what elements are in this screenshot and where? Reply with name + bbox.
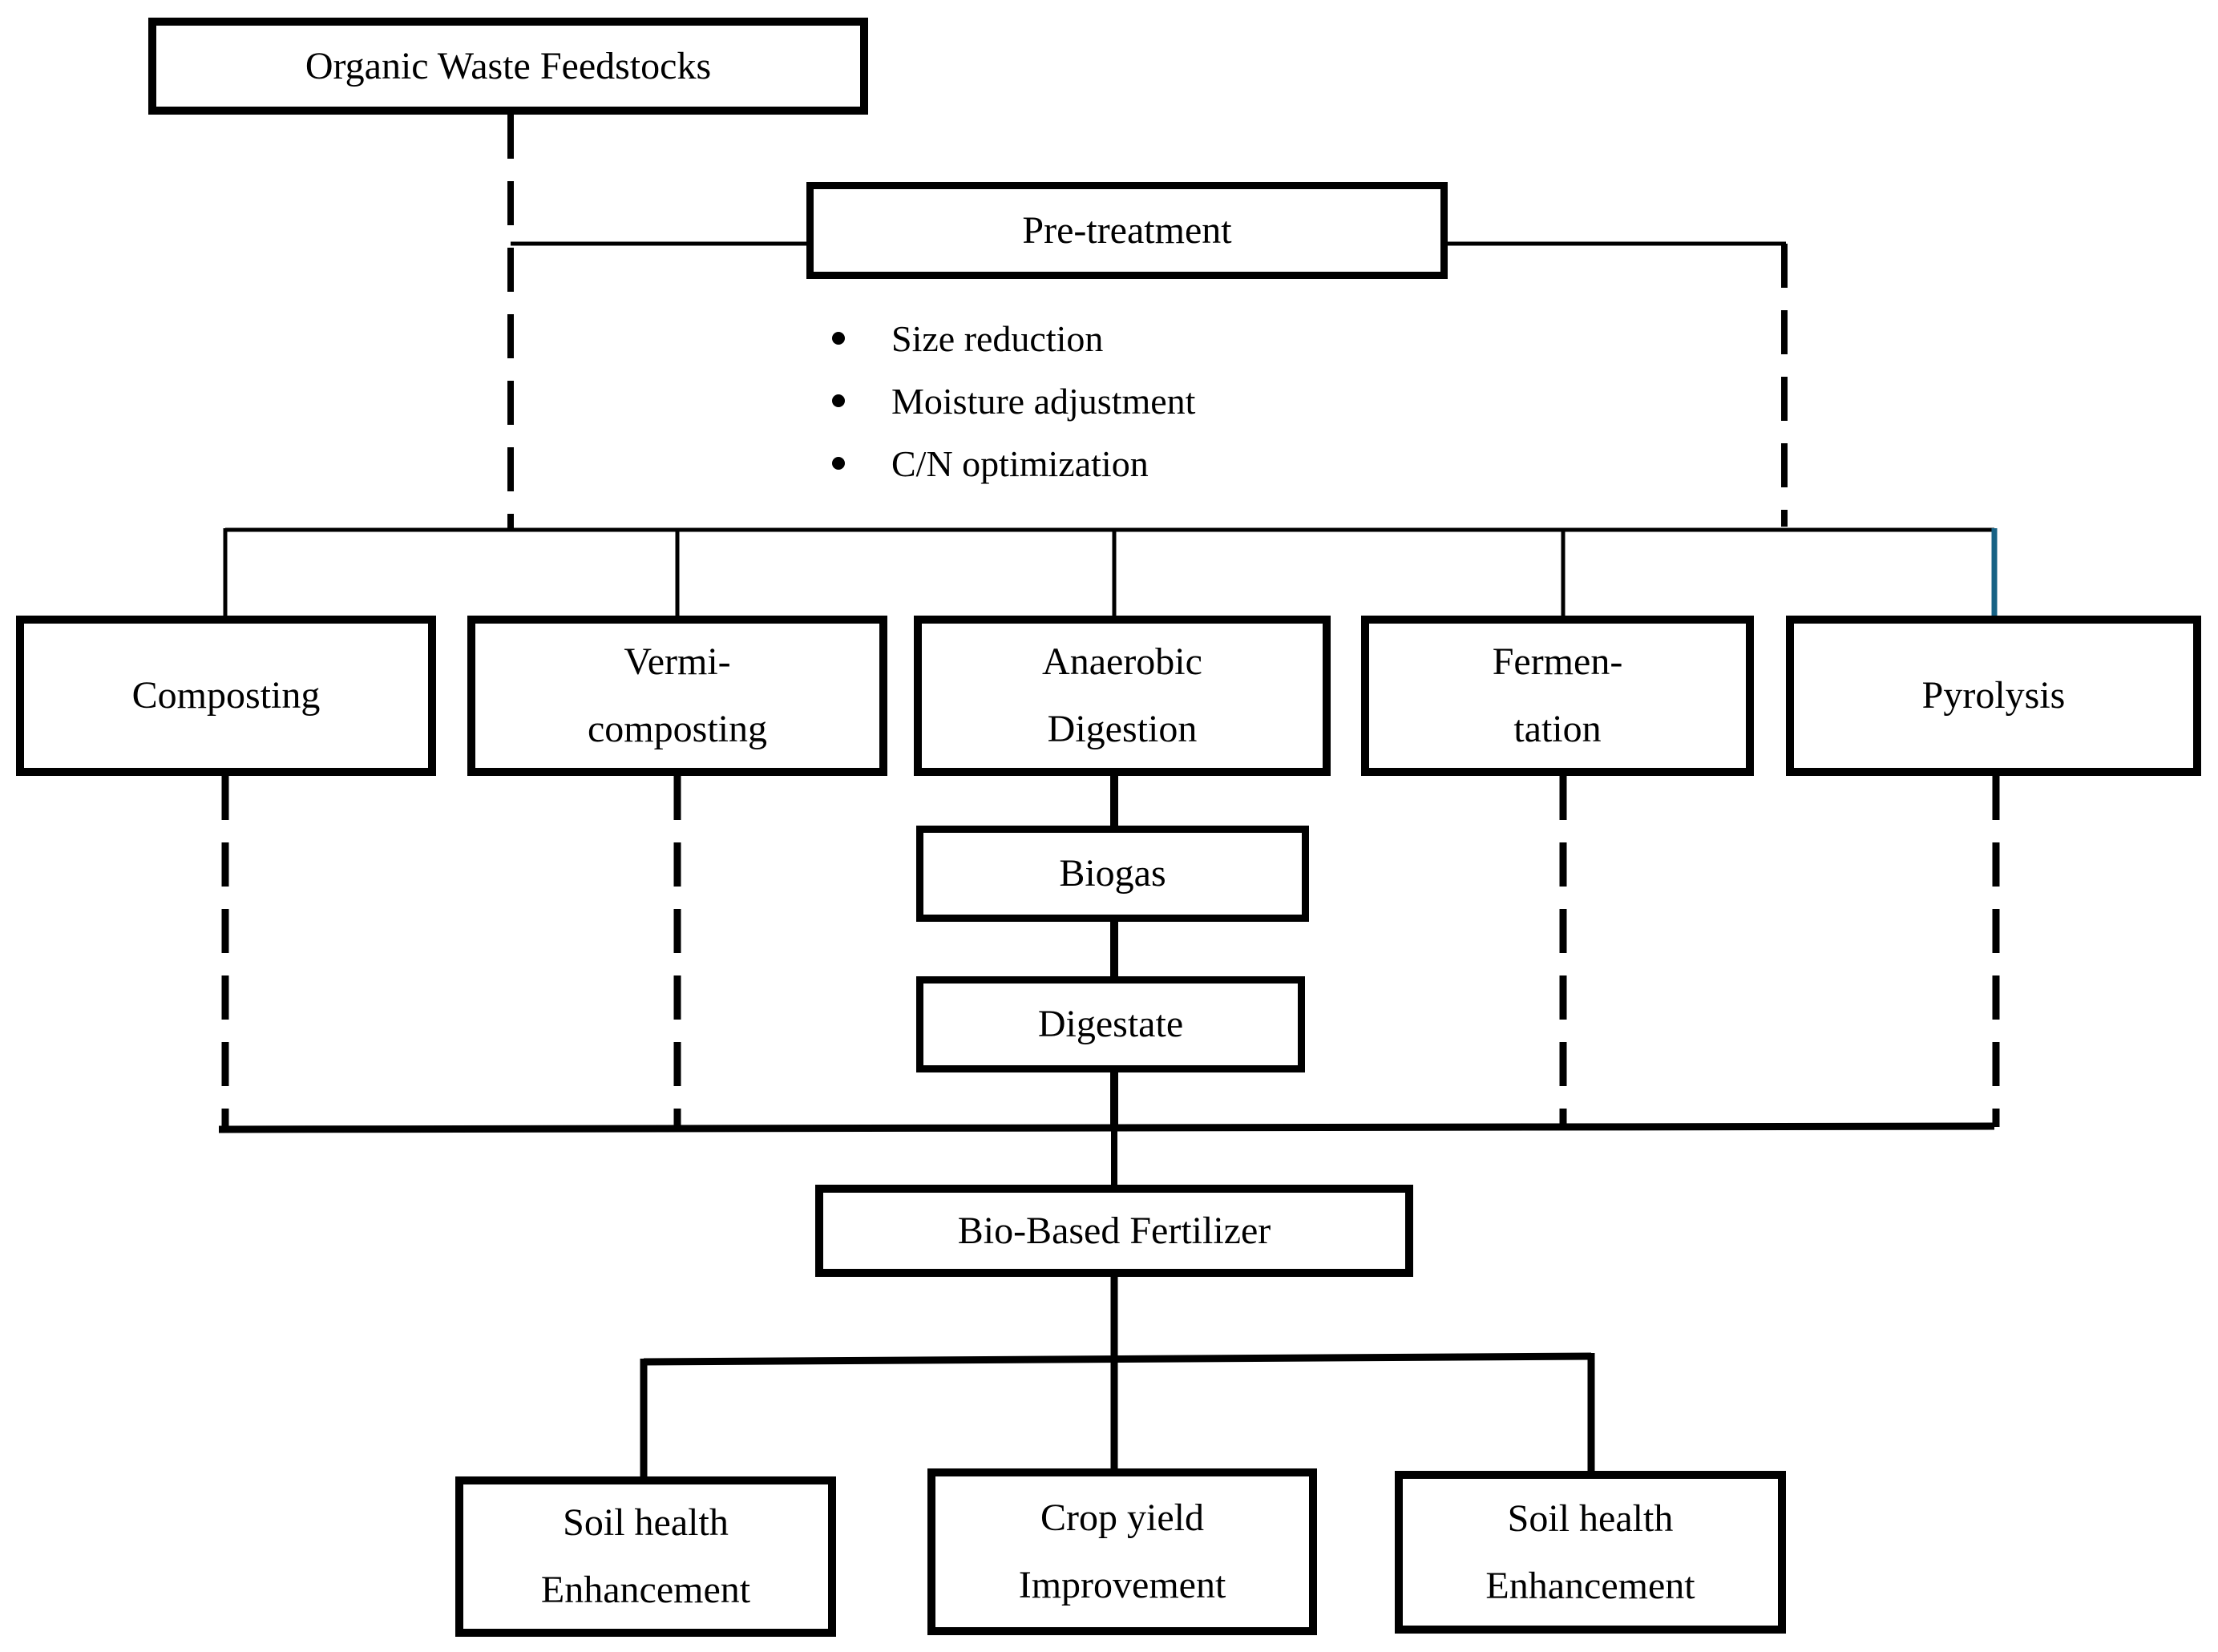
node-composting: Composting: [16, 616, 436, 776]
node-bio-based-fertilizer: Bio-Based Fertilizer: [815, 1185, 1413, 1277]
bullet-dot-icon: [832, 394, 845, 407]
node-pyrolysis-label: Pyrolysis: [1921, 674, 2066, 717]
node-fermentation: Fermen- tation: [1361, 616, 1754, 776]
node-benefit-crop-yield: Crop yield Improvement: [927, 1468, 1317, 1635]
pretreatment-bullet-item: C/N optimization: [832, 432, 1195, 495]
pretreatment-bullet-item: Size reduction: [832, 307, 1195, 370]
node-vermicomposting-label: Vermi- composting: [588, 640, 767, 750]
node-benefit-soil-health-1-label: Soil health Enhancement: [540, 1501, 751, 1611]
node-pretreatment: Pre-treatment: [806, 182, 1448, 279]
bullet-dot-icon: [832, 332, 845, 345]
pretreatment-bullet-text: Moisture adjustment: [891, 380, 1196, 422]
node-pyrolysis: Pyrolysis: [1786, 616, 2201, 776]
pretreatment-bullet-text: C/N optimization: [891, 442, 1149, 484]
pretreatment-bullet-item: Moisture adjustment: [832, 370, 1195, 432]
node-anaerobic-digestion: Anaerobic Digestion: [914, 616, 1331, 776]
node-biogas-label: Biogas: [1059, 852, 1166, 895]
node-composting-label: Composting: [131, 674, 321, 717]
node-anaerobic-digestion-label: Anaerobic Digestion: [1042, 640, 1202, 750]
node-digestate: Digestate: [916, 976, 1305, 1072]
node-biogas: Biogas: [916, 826, 1309, 922]
node-digestate-label: Digestate: [1037, 1003, 1184, 1045]
benefit-bracket: [643, 1352, 1592, 1366]
pretreatment-bullet-list: Size reduction Moisture adjustment C/N o…: [832, 307, 1195, 495]
pretreatment-bullet-text: Size reduction: [891, 317, 1104, 359]
node-fermentation-label: Fermen- tation: [1492, 640, 1623, 750]
collector-bus: [218, 1122, 1995, 1133]
node-benefit-soil-health-2: Soil health Enhancement: [1395, 1471, 1786, 1634]
node-vermicomposting: Vermi- composting: [467, 616, 887, 776]
node-benefit-crop-yield-label: Crop yield Improvement: [1018, 1496, 1226, 1606]
node-organic-waste-feedstocks-label: Organic Waste Feedstocks: [305, 44, 712, 87]
bullet-dot-icon: [832, 457, 845, 470]
node-organic-waste-feedstocks: Organic Waste Feedstocks: [148, 18, 868, 115]
node-benefit-soil-health-2-label: Soil health Enhancement: [1485, 1496, 1695, 1607]
node-benefit-soil-health-1: Soil health Enhancement: [455, 1476, 836, 1637]
node-pretreatment-label: Pre-treatment: [1022, 208, 1232, 252]
node-bio-based-fertilizer-label: Bio-Based Fertilizer: [957, 1209, 1271, 1252]
